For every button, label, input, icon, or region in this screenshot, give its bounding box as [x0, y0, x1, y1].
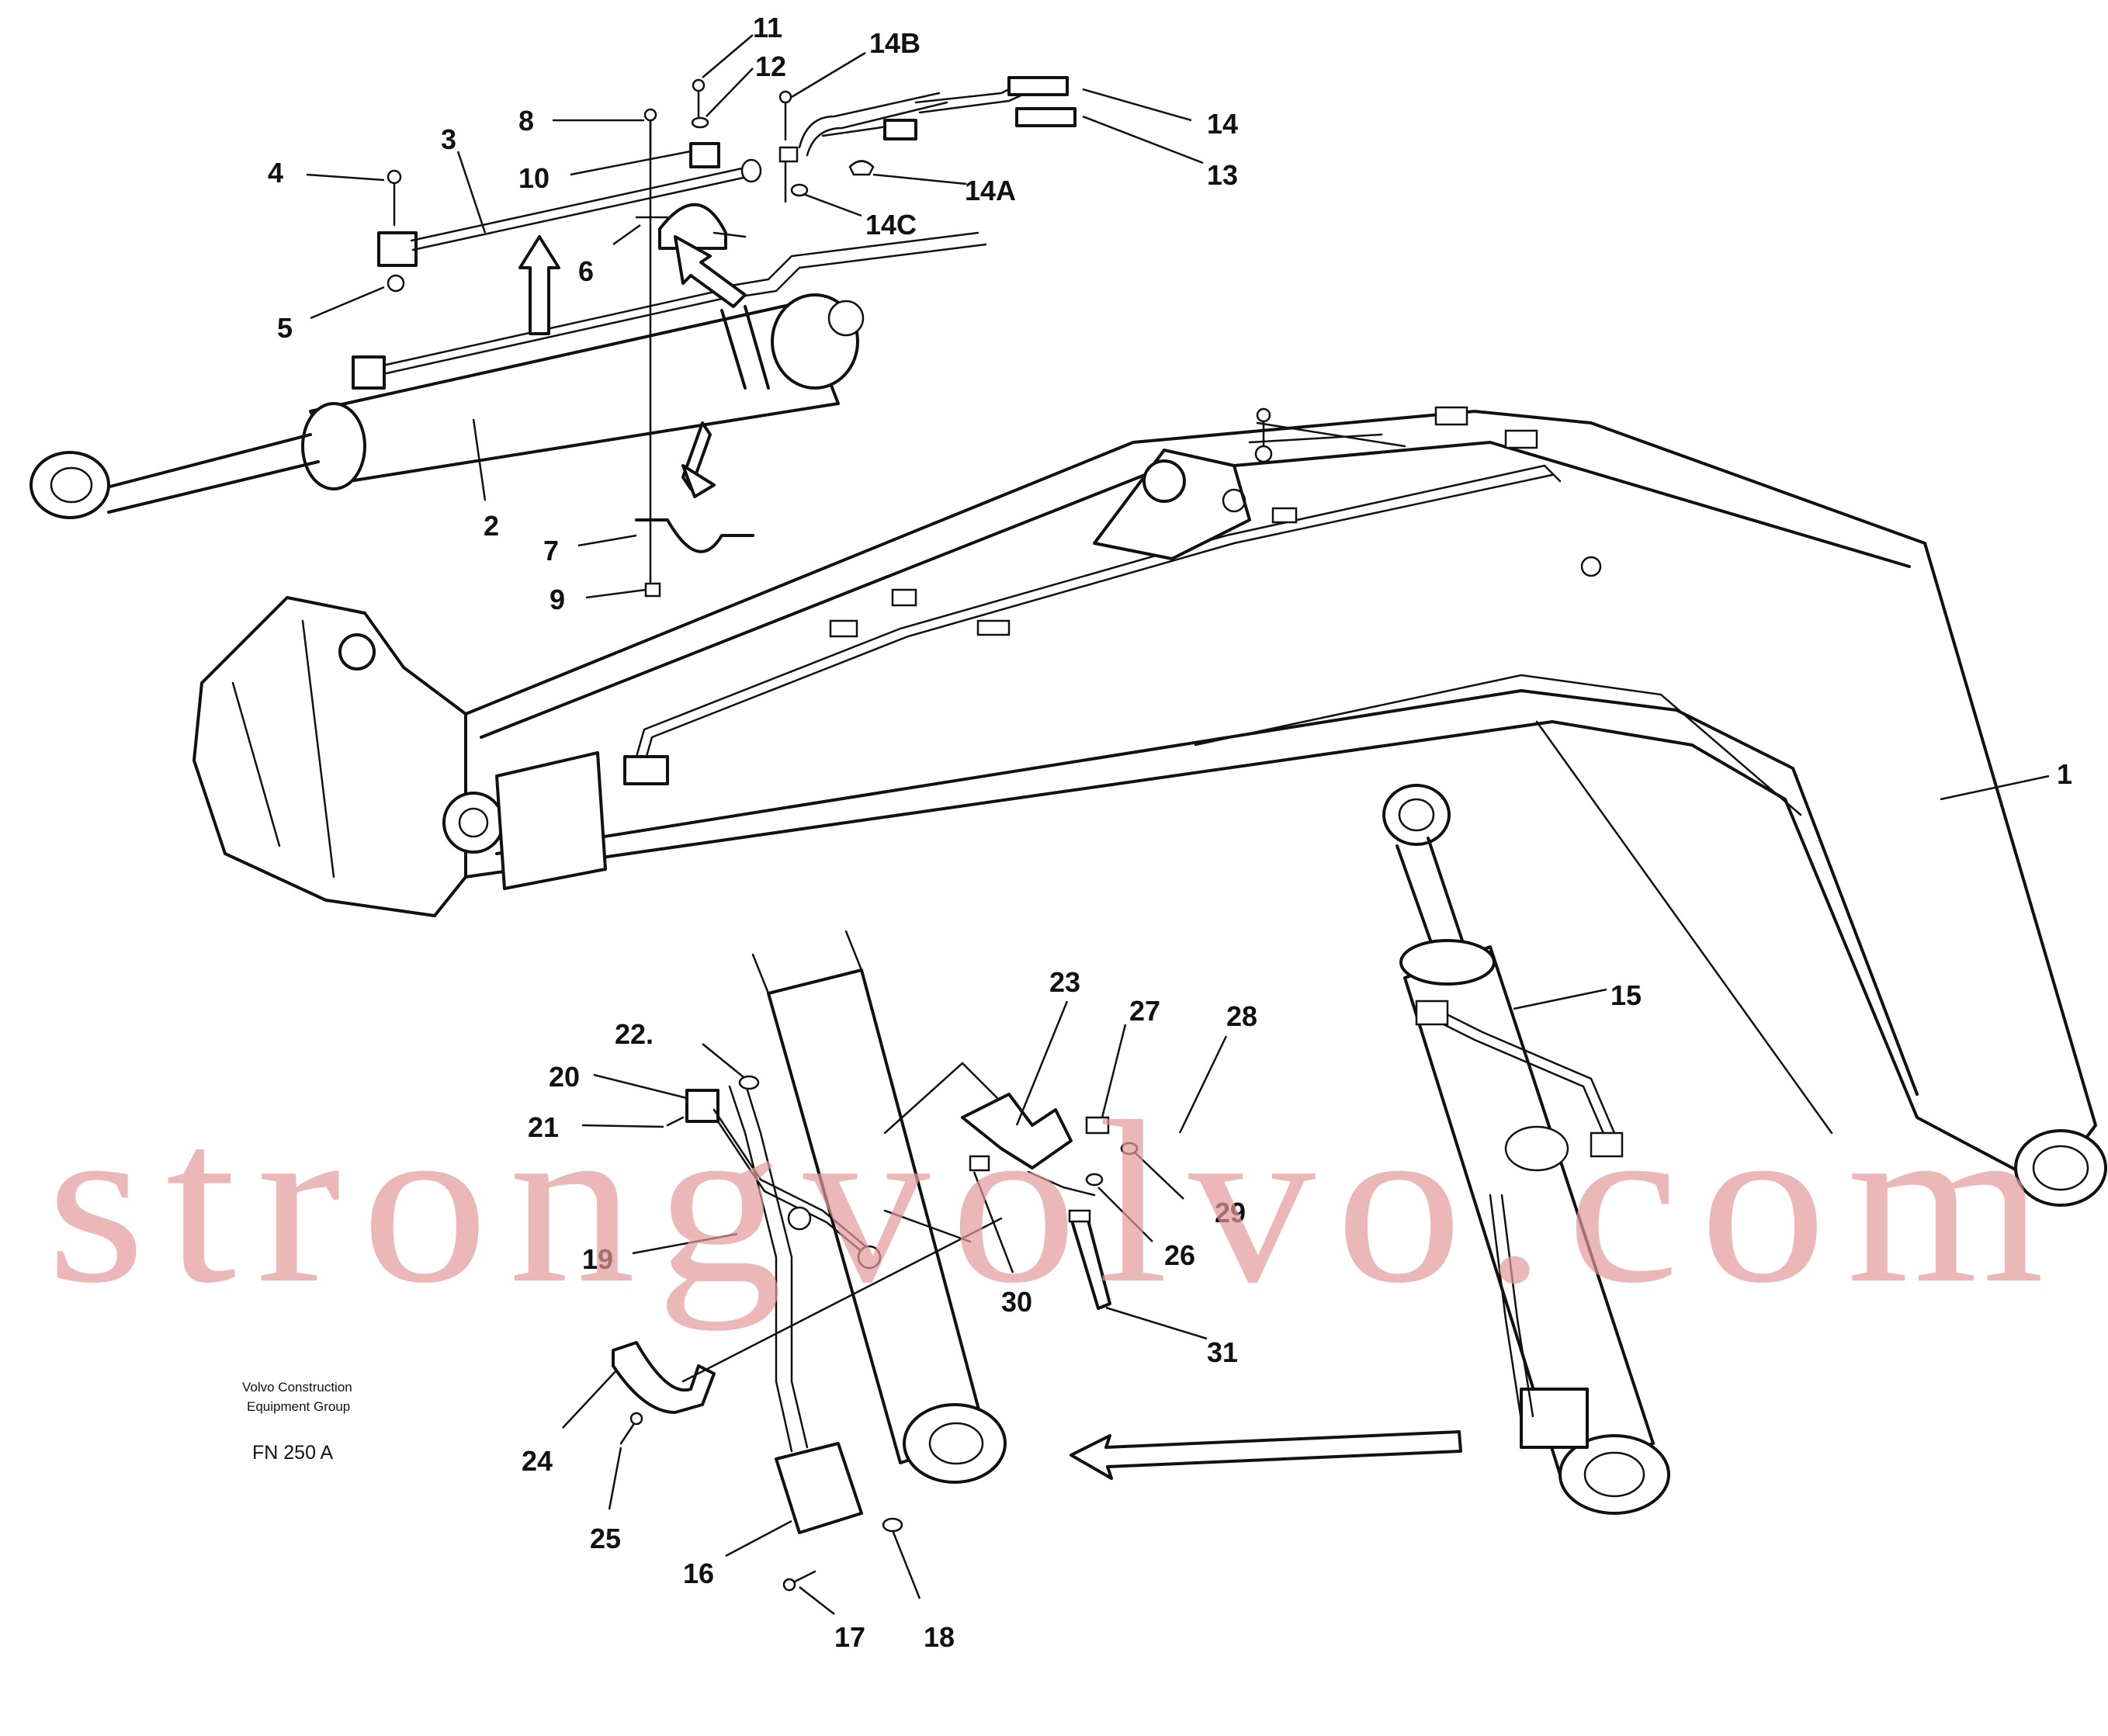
callout-18: 18	[924, 1621, 955, 1653]
callout-26: 26	[1164, 1239, 1195, 1271]
detail-cylinder-assembly	[612, 930, 1139, 1592]
callout-15: 15	[1610, 979, 1642, 1011]
callout-17: 17	[834, 1621, 865, 1653]
boom-cylinder-assembly	[1382, 784, 1670, 1515]
watermark: strongvolvo.com	[47, 1073, 2065, 1332]
callout-31: 31	[1207, 1336, 1238, 1368]
callout-5: 5	[277, 312, 293, 344]
callout-16: 16	[683, 1558, 714, 1589]
boom-part	[192, 406, 2107, 1207]
callout-14a: 14A	[965, 175, 1016, 206]
callout-30: 30	[1001, 1286, 1032, 1318]
callout-1: 1	[2057, 758, 2072, 790]
callout-22: 22.	[615, 1018, 654, 1050]
callout-14b: 14B	[869, 27, 921, 59]
callout-23: 23	[1049, 966, 1080, 998]
callout-19: 19	[582, 1243, 613, 1275]
arm-cylinder-assembly	[29, 76, 1077, 598]
figure-code: FN 250 A	[252, 1442, 334, 1464]
callout-10: 10	[518, 162, 550, 194]
callout-3: 3	[441, 123, 456, 155]
callout-28: 28	[1226, 1000, 1257, 1032]
callout-labels: 11 12 14B 8 3 14 4 10 14A 13 14C 6 5 2 7…	[268, 12, 2072, 1653]
publisher-line-2: Equipment Group	[247, 1399, 350, 1414]
callout-9: 9	[550, 584, 565, 615]
callout-7: 7	[543, 535, 559, 567]
callout-24: 24	[522, 1445, 553, 1477]
callout-27: 27	[1129, 995, 1160, 1027]
direction-arrow	[1070, 1430, 1462, 1480]
callout-4: 4	[268, 157, 283, 189]
callout-13: 13	[1207, 159, 1238, 191]
publisher-line-1: Volvo Construction	[242, 1380, 352, 1395]
leader-lines	[306, 34, 2050, 1615]
callout-25: 25	[590, 1523, 621, 1554]
callout-29: 29	[1215, 1197, 1246, 1228]
callout-20: 20	[549, 1061, 580, 1093]
callout-6: 6	[578, 255, 594, 287]
callout-14: 14	[1207, 108, 1238, 140]
callout-11: 11	[753, 12, 782, 43]
callout-2: 2	[484, 510, 499, 542]
callout-21: 21	[528, 1111, 559, 1143]
publisher-block: Volvo Construction Equipment Group FN 25…	[242, 1380, 352, 1464]
callout-8: 8	[518, 105, 534, 137]
callout-14c: 14C	[865, 209, 917, 241]
callout-12: 12	[755, 50, 786, 82]
